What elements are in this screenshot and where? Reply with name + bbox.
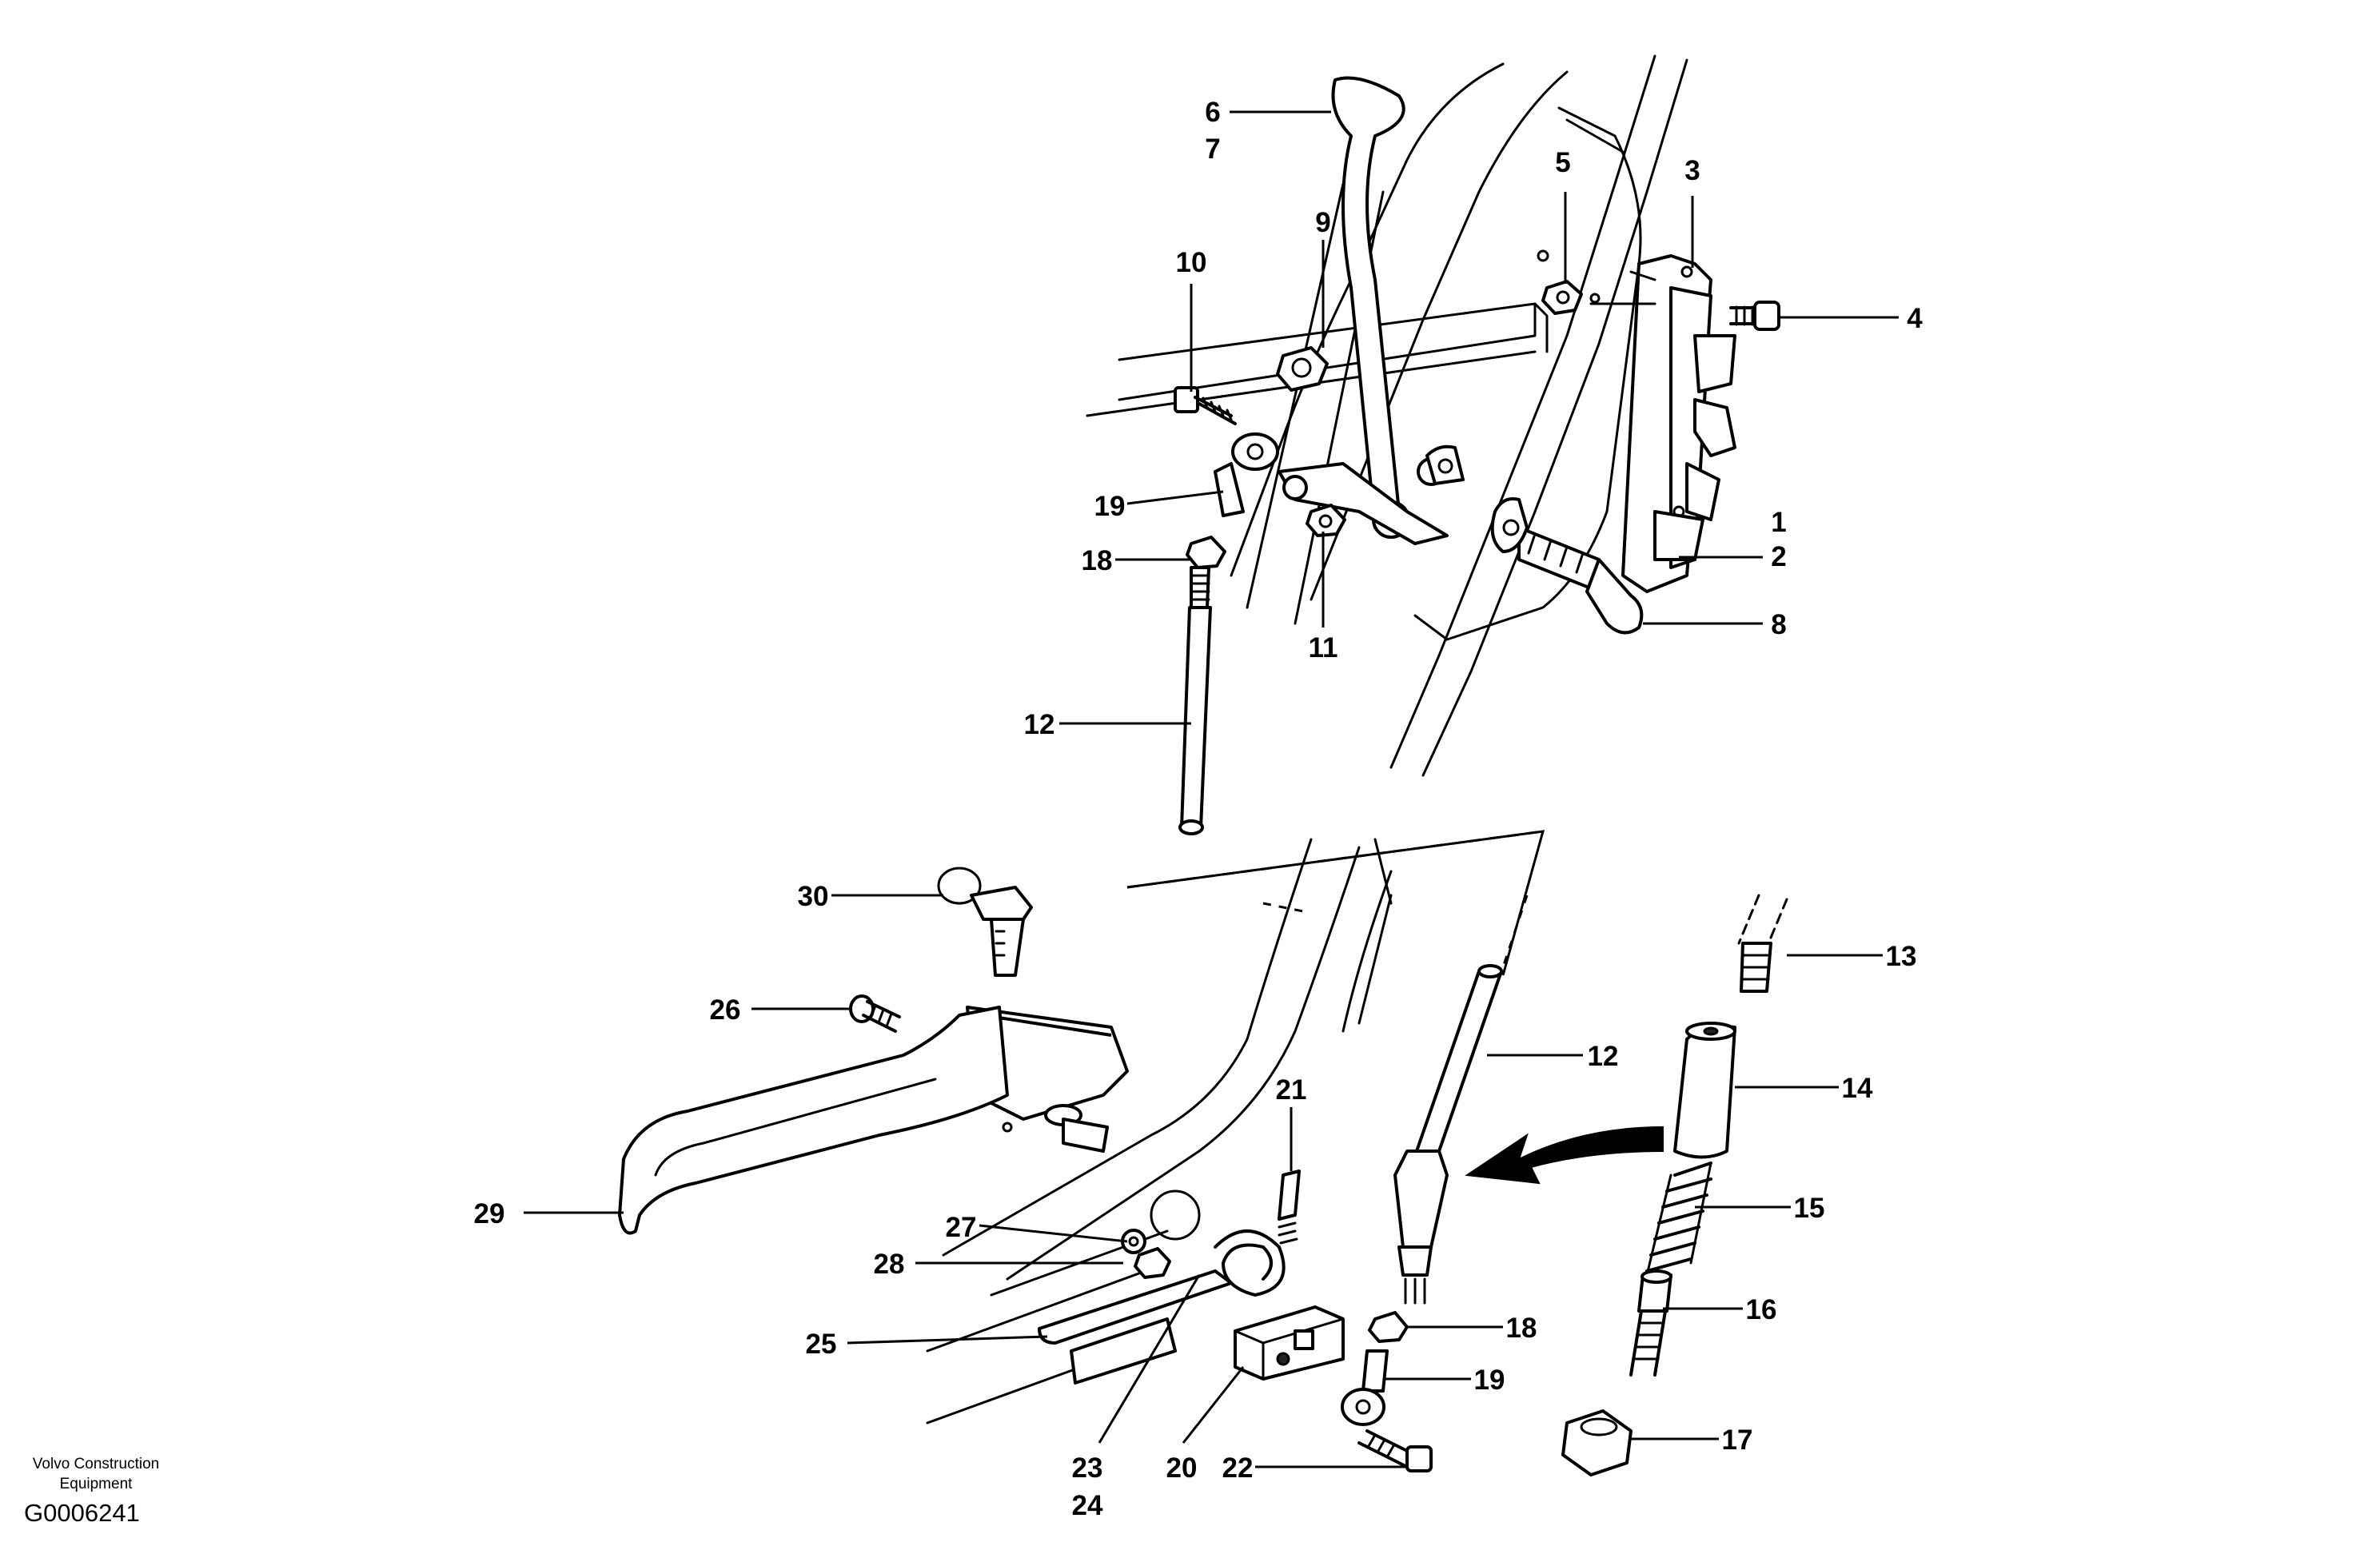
key-30 [937, 867, 1033, 977]
nut-18-top [1186, 536, 1226, 569]
callout-20: 20 [1166, 1452, 1198, 1484]
callout-7: 7 [1205, 133, 1220, 165]
footer: Volvo Construction Equipment G0006241 [24, 1456, 159, 1527]
latch-plate [1425, 444, 1529, 553]
callout-22: 22 [1222, 1452, 1254, 1484]
screw-26 [849, 994, 901, 1033]
callout-8: 8 [1771, 609, 1786, 640]
detail-parts [1465, 894, 1788, 1476]
callout-9: 9 [1315, 207, 1330, 238]
pin-8 [1517, 526, 1644, 635]
callout-28: 28 [874, 1249, 905, 1280]
inside-handle-lever [1278, 76, 1449, 545]
callout-4: 4 [1907, 303, 1923, 334]
rod-end-19-top [1214, 432, 1279, 517]
image-code: G0006241 [24, 1499, 140, 1527]
callout-18-top: 18 [1082, 545, 1113, 576]
callout-labels: 1 2 3 4 5 6 7 8 9 10 11 12 12 13 14 15 1… [474, 97, 1924, 1521]
nut-11 [1306, 504, 1346, 537]
callout-2: 2 [1771, 541, 1786, 572]
outside-handle [618, 1006, 1129, 1235]
rod-12-left [1178, 566, 1212, 835]
callout-21: 21 [1276, 1074, 1307, 1106]
callout-14: 14 [1842, 1073, 1873, 1104]
callout-5: 5 [1555, 147, 1570, 178]
callout-29: 29 [474, 1198, 505, 1229]
callout-25: 25 [806, 1329, 837, 1360]
rod-12-right [1393, 964, 1503, 1305]
callout-23: 23 [1072, 1452, 1103, 1484]
callout-17: 17 [1722, 1425, 1753, 1456]
callout-12-left: 12 [1024, 709, 1055, 740]
callout-3: 3 [1684, 155, 1700, 186]
callout-10: 10 [1176, 247, 1207, 278]
callout-19-top: 19 [1094, 491, 1126, 522]
callout-1: 1 [1771, 507, 1786, 538]
callout-18-bottom: 18 [1506, 1313, 1537, 1344]
credit-line-2: Equipment [60, 1476, 134, 1492]
bolt-22 [1357, 1429, 1433, 1472]
door-lock-mechanism [1589, 254, 1736, 593]
rod-end-19-bottom [1341, 1349, 1389, 1426]
credit-line-1: Volvo Construction [33, 1456, 159, 1472]
callout-12-right: 12 [1588, 1041, 1619, 1072]
callout-15: 15 [1794, 1193, 1825, 1224]
callout-6: 6 [1205, 97, 1220, 128]
callout-16: 16 [1746, 1294, 1777, 1325]
callout-13: 13 [1886, 941, 1917, 972]
callout-27: 27 [946, 1212, 977, 1243]
lower-mechanism [1038, 1169, 1345, 1385]
nut-9 [1276, 346, 1329, 392]
callout-30: 30 [798, 881, 829, 912]
callout-24: 24 [1072, 1490, 1103, 1521]
callout-19-bottom: 19 [1474, 1365, 1505, 1396]
nut-18-bottom [1368, 1311, 1409, 1343]
callout-26: 26 [710, 994, 741, 1026]
bolt-10 [1174, 386, 1237, 425]
clip-5 [1537, 249, 1601, 315]
callout-11: 11 [1309, 632, 1338, 663]
leader-lines [524, 110, 1899, 1468]
bolt-4 [1729, 301, 1780, 331]
